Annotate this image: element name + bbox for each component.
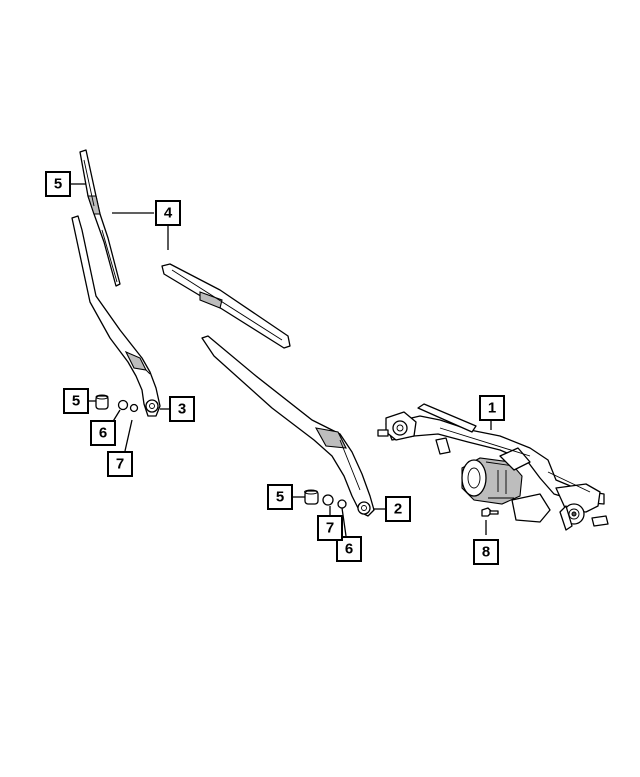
- callout-6-left-label: 6: [99, 425, 107, 442]
- callout-5-left-cap-label: 5: [72, 393, 80, 410]
- left-arm-hardware: [95, 394, 139, 413]
- callout-2-label: 2: [394, 501, 402, 518]
- callout-7-right-label: 7: [326, 520, 334, 537]
- callout-5-blade-label: 5: [54, 176, 62, 193]
- callout-5-right-cap-label: 5: [276, 489, 284, 506]
- callout-3: 3: [169, 396, 195, 422]
- callout-3-label: 3: [178, 401, 186, 418]
- callout-8-label: 8: [482, 544, 490, 561]
- mounting-bolt: [481, 507, 499, 517]
- right-arm-hardware: [304, 489, 347, 509]
- callout-5-blade: 5: [45, 171, 71, 197]
- right-wiper-arm: [201, 335, 375, 517]
- callout-2: 2: [385, 496, 411, 522]
- wiper-linkage-motor: [377, 403, 609, 531]
- callout-7-left: 7: [107, 451, 133, 477]
- callout-1-label: 1: [488, 400, 496, 417]
- callout-4-label: 4: [164, 205, 173, 222]
- left-wiper-arm: [71, 215, 161, 417]
- callout-6-right-label: 6: [345, 541, 353, 558]
- callout-5-left-cap: 5: [63, 388, 89, 414]
- callout-7-right: 7: [317, 515, 343, 541]
- right-wiper-blade: [161, 263, 291, 349]
- left-wiper-blade: [79, 149, 121, 287]
- callout-4: 4: [155, 200, 181, 226]
- callout-7-left-label: 7: [116, 456, 124, 473]
- callout-5-right-cap: 5: [267, 484, 293, 510]
- callout-1: 1: [479, 395, 505, 421]
- callout-8: 8: [473, 539, 499, 565]
- callout-6-left: 6: [90, 420, 116, 446]
